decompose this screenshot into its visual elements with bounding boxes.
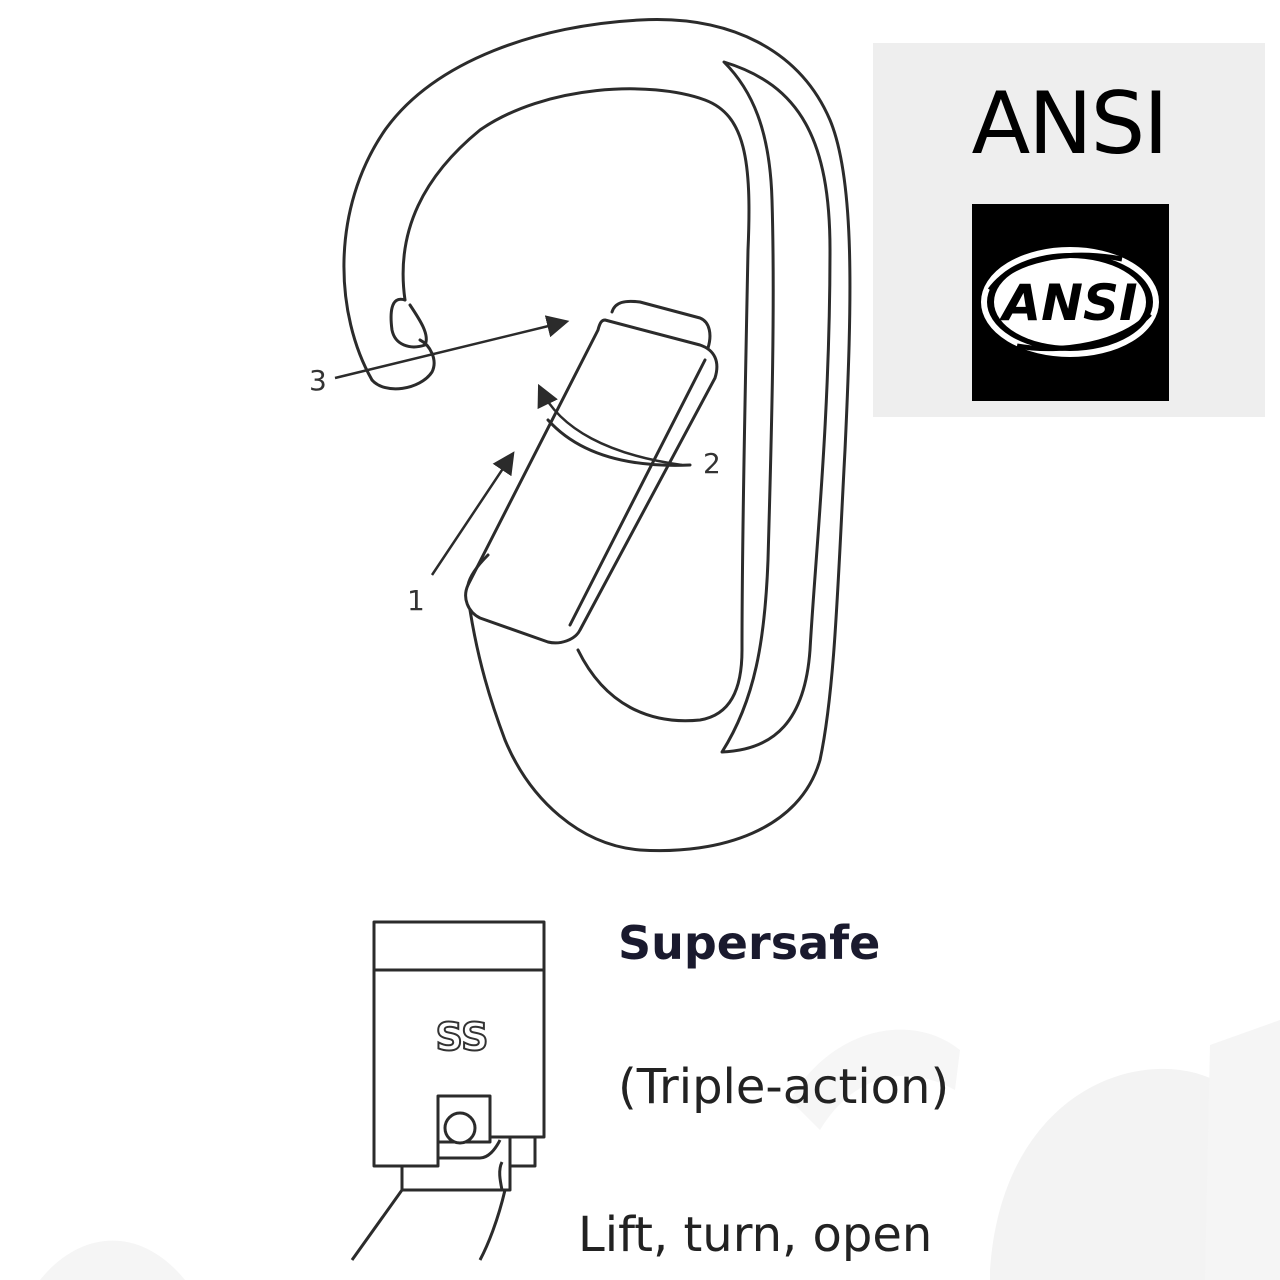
lock-action-text: Lift, turn, open <box>578 1207 933 1263</box>
supersafe-gate-diagram <box>350 920 546 1261</box>
ansi-heading: ANSI <box>971 74 1168 174</box>
gate-sleeve <box>464 318 719 645</box>
lock-title: Supersafe <box>618 916 881 970</box>
callout-number-1: 1 <box>407 584 425 617</box>
ansi-logo-text: ANSI <box>998 274 1137 332</box>
gate-right-flange <box>510 1135 537 1168</box>
carabiner-illustration <box>334 18 852 853</box>
callout-number-3: 3 <box>309 364 327 397</box>
arrow-icon-2 <box>537 383 683 467</box>
gate-sleeve-cap <box>610 299 712 350</box>
gate-pin <box>443 1111 477 1145</box>
gate-badge-ss: SS <box>434 1015 489 1059</box>
gate-sleeve-edge <box>568 358 707 627</box>
gate-right-leg <box>478 1189 507 1261</box>
ansi-certification-panel: ANSI ANSI <box>873 43 1265 417</box>
nose-notch <box>389 297 428 349</box>
ansi-logo-icon: ANSI <box>972 204 1169 401</box>
gate-latch-edge <box>466 553 490 587</box>
arrow-icon-1 <box>430 451 515 576</box>
lock-subtitle: (Triple-action) <box>618 1059 950 1115</box>
nose-hook <box>370 338 436 391</box>
frame-inner-outline <box>401 87 751 723</box>
gate-rotation-curve <box>546 418 692 467</box>
frame-outer-outline <box>342 18 852 853</box>
callout-number-2: 2 <box>703 447 721 480</box>
gate-left-leg <box>350 1189 404 1261</box>
gate-inner-curve <box>438 1139 502 1160</box>
arrow-icon-3 <box>334 315 570 380</box>
gate-sleeve-top <box>372 920 546 972</box>
gate-lower-rim <box>404 1161 504 1192</box>
spine-groove <box>720 60 832 754</box>
